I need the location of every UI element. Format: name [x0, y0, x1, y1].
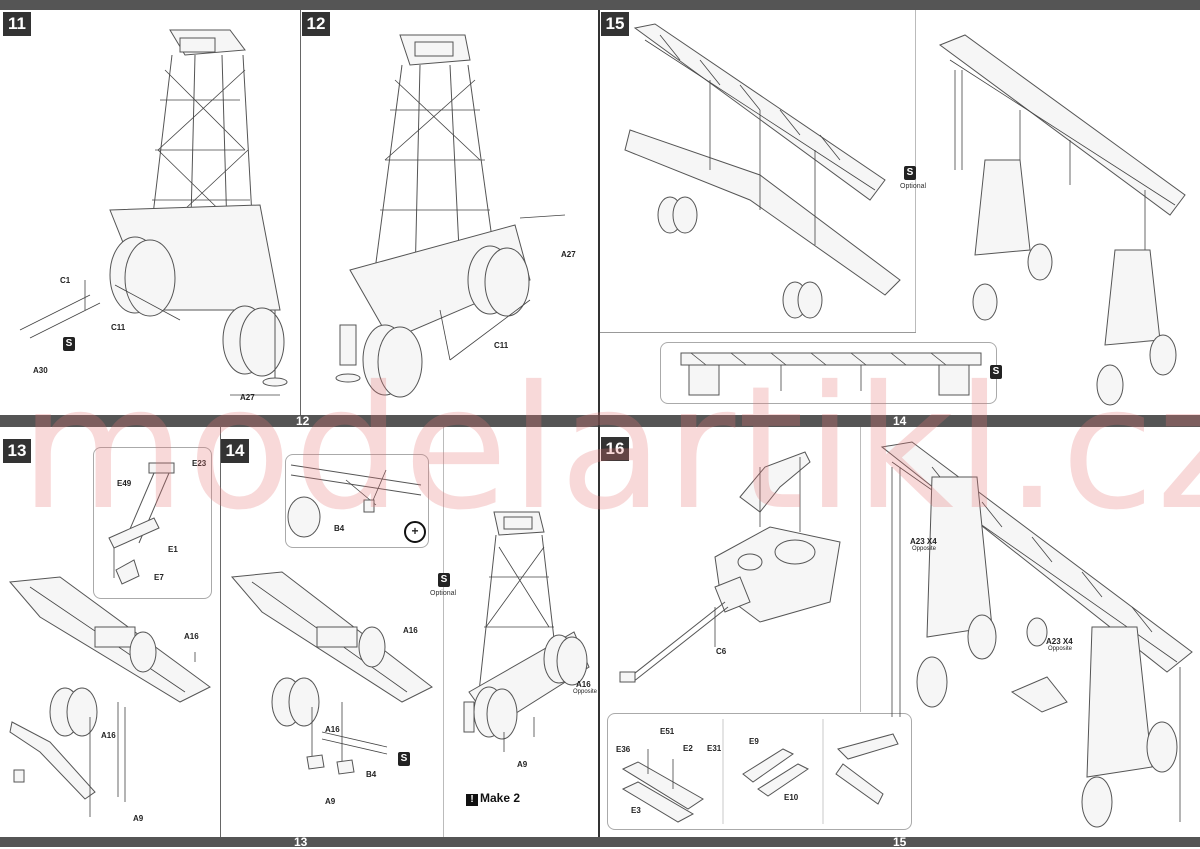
divider-15-bottom	[600, 332, 916, 333]
label-a23-top: A23 X4	[910, 537, 937, 546]
optional-icon-step11: S	[63, 337, 75, 351]
optional-text-step14: Optional	[430, 590, 457, 597]
step-14-badge: 14	[221, 439, 249, 463]
optional-text-step15: Optional	[900, 183, 927, 190]
step-14-chassis-drawing	[230, 571, 433, 775]
label-e49: E49	[117, 479, 132, 488]
label-a16-step14-top: A16	[403, 626, 418, 635]
label-a27-step12: A27	[561, 250, 576, 259]
label-a27-step11: A27	[240, 393, 255, 402]
label-a9-step14-tower: A9	[517, 760, 528, 769]
label-opposite-a23-bottom: Opposite	[1048, 646, 1073, 652]
divider-14-sub	[443, 427, 444, 837]
label-e3: E3	[631, 806, 641, 815]
step-16-badge: 16	[601, 437, 629, 461]
step-15-badge: 15	[601, 12, 629, 36]
label-c11-step11: C11	[111, 323, 126, 332]
step-12-badge: 12	[302, 12, 330, 36]
middle-bar: 12 14	[0, 414, 1200, 428]
step-16-turret-drawing	[619, 451, 841, 683]
label-e51: E51	[660, 727, 675, 736]
label-a30: A30	[33, 366, 48, 375]
label-b4-inset: B4	[334, 524, 345, 533]
magnify-icon: +	[404, 521, 426, 543]
label-a9-step14: A9	[325, 797, 336, 806]
label-e1: E1	[168, 545, 178, 554]
step-13-detail-inset	[93, 447, 212, 599]
label-a23-bottom: A23 X4	[1046, 637, 1073, 646]
optional-icon-step14: S	[438, 573, 450, 587]
optional-icon-inset: S	[990, 365, 1002, 379]
step-15-crane-drawing	[624, 23, 1186, 406]
label-e2: E2	[683, 744, 693, 753]
top-bar	[0, 0, 1200, 10]
step-16-parts-drawing	[621, 719, 899, 824]
optional-icon-step15: S	[904, 166, 916, 180]
page-number-12: 12	[296, 414, 310, 428]
optional-icon-step14-small: S	[398, 752, 410, 766]
label-a9-step13: A9	[133, 814, 144, 823]
label-e10: E10	[784, 793, 799, 802]
step-13-chassis-drawing	[8, 576, 211, 817]
label-e7: E7	[154, 573, 164, 582]
step-13-detail-drawing	[108, 462, 175, 585]
label-a16-step13-bottom: A16	[101, 731, 116, 740]
label-b4-step14: B4	[366, 770, 377, 779]
label-a16-step14-bottom: A16	[325, 725, 340, 734]
step-14-detail-drawing	[287, 464, 422, 538]
label-opposite-step14: Opposite	[573, 689, 598, 695]
label-e23: E23	[192, 459, 207, 468]
page-number-15: 15	[893, 835, 907, 849]
divider-16-sub	[860, 427, 861, 712]
label-c1: C1	[60, 276, 71, 285]
page-number-13: 13	[294, 835, 308, 849]
step-11-badge: 11	[3, 12, 31, 36]
make-2-text: Make 2	[480, 791, 521, 805]
step-12-tower-drawing	[335, 34, 566, 398]
step-16-crane-drawing	[880, 441, 1193, 828]
label-e36: E36	[616, 745, 631, 754]
label-opposite-a23-top: Opposite	[912, 546, 937, 552]
step-11-tower-drawing	[19, 29, 288, 396]
step-15-side-view-inset	[660, 342, 997, 404]
label-e31: E31	[707, 744, 722, 753]
step-16-parts-inset	[607, 713, 912, 830]
center-divider	[598, 10, 600, 837]
label-c11-step12: C11	[494, 341, 509, 350]
step-15-side-view-drawing	[680, 352, 982, 396]
step-13-badge: 13	[3, 439, 31, 463]
divider-11-12	[300, 10, 301, 415]
warning-icon: !	[466, 794, 478, 806]
label-c6: C6	[716, 647, 727, 656]
label-a16-step13-top: A16	[184, 632, 199, 641]
make-2-note: !Make 2	[466, 791, 520, 806]
label-a16-step14-tower: A16	[576, 680, 591, 689]
divider-13-14	[220, 427, 221, 837]
step-14-tower-drawing	[463, 511, 590, 752]
page-number-14: 14	[893, 414, 907, 428]
label-e9: E9	[749, 737, 759, 746]
bottom-bar: 13 15	[0, 835, 1200, 849]
